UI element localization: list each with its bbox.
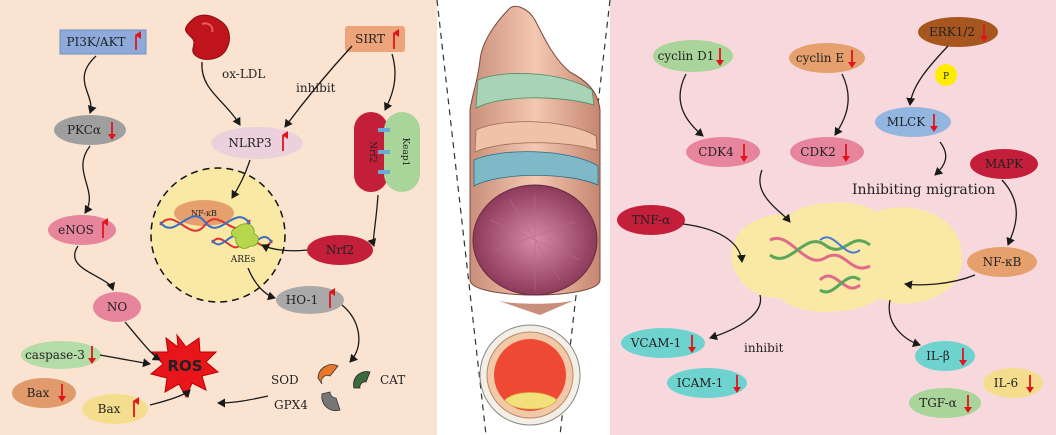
bax-node-2: Bax: [82, 394, 148, 424]
sirt-node: SIRT: [345, 26, 405, 52]
sod-enzyme-icon: [317, 364, 339, 385]
cyclin-d1-label: cyclin D1: [658, 49, 715, 63]
ares-node: AREs: [230, 223, 259, 265]
cdk4-node: CDK4: [686, 137, 760, 167]
down-arrow-icon: [959, 360, 967, 366]
sirt-label: SIRT: [355, 32, 385, 46]
gpx4-label: GPX4: [274, 398, 308, 412]
cdk2-label: CDK2: [800, 145, 835, 159]
nfkb-left-label: NF-κB: [191, 209, 217, 218]
cdk2-node: CDK2: [790, 137, 864, 167]
down-arrow-icon: [688, 347, 696, 353]
divider-left: [436, 0, 487, 435]
il-beta-label: IL-β: [926, 349, 950, 363]
nfkb-right-label: NF-κB: [983, 255, 1022, 269]
mlck-node: MLCK: [875, 107, 951, 137]
down-arrow-icon: [740, 156, 748, 162]
icam-label: ICAM-1: [677, 376, 724, 390]
bax-node-1: Bax: [12, 378, 76, 408]
mlck-label: MLCK: [887, 115, 926, 129]
cell-blob: [731, 202, 963, 312]
down-arrow-icon: [980, 36, 988, 42]
nrf2-complex-label: Nrf2: [367, 141, 377, 162]
pkc-node: PKCα: [54, 115, 126, 145]
down-arrow-icon: [88, 358, 96, 364]
keap1-label: Keap1: [400, 138, 410, 167]
cat-enzyme-icon: [353, 371, 371, 389]
down-arrow-icon: [1026, 387, 1034, 393]
tnf-label: TNF-α: [632, 213, 670, 227]
down-arrow-icon: [733, 387, 741, 393]
inhibit-label-right: inhibit: [744, 341, 784, 355]
erk-label: ERK1/2: [929, 25, 975, 39]
nucleus: [150, 167, 286, 303]
cat-label: CAT: [380, 373, 405, 387]
caspase-label: caspase-3: [25, 348, 85, 362]
down-arrow-icon: [964, 407, 972, 413]
phosphate-node: P: [935, 64, 957, 86]
nrf2-node: Nrf2: [307, 235, 373, 265]
il6-node: IL-6: [983, 368, 1043, 398]
mapk-node: MAPK: [970, 149, 1038, 179]
sod-label: SOD: [271, 373, 299, 387]
p-label: P: [943, 72, 949, 82]
ho1-node: HO-1: [276, 286, 344, 314]
down-arrow-icon: [930, 126, 938, 132]
tgf-label: TGF-α: [919, 396, 957, 410]
mapk-label: MAPK: [985, 157, 1024, 171]
nrf2-label: Nrf2: [326, 243, 354, 257]
vcam-node: VCAM-1: [621, 328, 705, 358]
down-arrow-icon: [58, 396, 66, 402]
caspase3-node: caspase-3: [21, 341, 101, 369]
ox-ldl-label: ox-LDL: [222, 67, 265, 81]
ho1-label: HO-1: [286, 293, 318, 307]
vcam-label: VCAM-1: [630, 336, 682, 350]
no-node: NO: [93, 292, 141, 322]
nrf2-keap1-complex: Nrf2 Keap1: [354, 112, 420, 192]
down-arrow-icon: [848, 62, 856, 68]
down-arrow-icon: [716, 60, 724, 66]
ros-label: ROS: [167, 357, 202, 375]
il-beta-node: IL-β: [915, 341, 975, 371]
dna-icon: [769, 236, 871, 294]
tgf-node: TGF-α: [909, 388, 981, 418]
inhibiting-migration-label: Inhibiting migration: [852, 182, 995, 198]
nlrp3-node: NLRP3: [211, 127, 303, 159]
erk-node: ERK1/2: [918, 17, 998, 47]
nfkb-node-right: NF-κB: [967, 247, 1037, 277]
il6-label: IL-6: [994, 376, 1018, 390]
bax1-label: Bax: [27, 386, 50, 400]
bax2-label: Bax: [98, 402, 121, 416]
pi3k-label: PI3K/AKT: [66, 35, 125, 49]
enos-label: eNOS: [58, 223, 94, 237]
cdk4-label: CDK4: [698, 145, 734, 159]
tnf-node: TNF-α: [617, 205, 685, 235]
no-label: NO: [107, 300, 128, 314]
pi3k-akt-node: PI3K/AKT: [59, 29, 147, 55]
artery-illustration: [469, 6, 601, 426]
enos-node: eNOS: [48, 215, 116, 245]
ares-label: AREs: [230, 255, 256, 265]
cyclin-e-label: cyclin E: [796, 51, 844, 65]
gpx4-enzyme-icon: [321, 391, 341, 411]
icam-node: ICAM-1: [667, 368, 747, 398]
ox-ldl-node: ox-LDL: [185, 14, 265, 81]
cyclin-e-node: cyclin E: [789, 43, 865, 73]
nlrp3-label: NLRP3: [228, 136, 271, 150]
down-arrow-icon: [842, 156, 850, 162]
pkc-label: PKCα: [67, 123, 101, 137]
cyclin-d1-node: cyclin D1: [653, 40, 733, 72]
